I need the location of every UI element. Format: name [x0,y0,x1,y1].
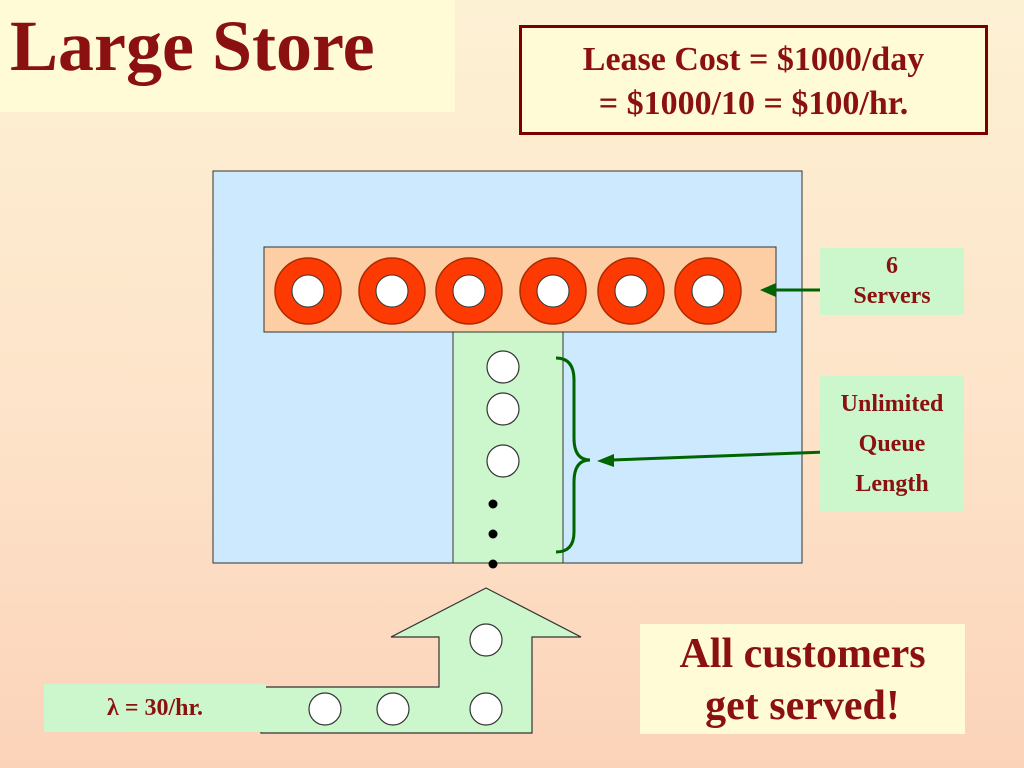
lease-cost-box: Lease Cost = $1000/day = $1000/10 = $100… [519,25,988,135]
customer [308,692,342,726]
queue-label-line-1: Unlimited [840,391,944,417]
customer [486,392,520,426]
queue-label-line-2: Queue [858,431,926,457]
servers-label: 6 Servers [820,248,964,315]
queue-ellipsis [488,499,498,569]
servers [274,257,742,325]
queue-brace [555,356,591,554]
customer [486,350,520,384]
queue-label: Unlimited Queue Length [820,376,964,512]
arrival-rate-label: λ = 30/hr. [44,684,266,732]
arriving-customers [308,623,503,726]
served-callout: All customers get served! [640,624,965,734]
customer [469,623,503,657]
server [435,257,503,325]
servers-count: 6 [886,253,898,279]
served-line-1: All customers [679,631,926,677]
queue-pointer-arrow [597,450,827,467]
queued-customers [486,350,520,478]
lease-cost-line-2: = $1000/10 = $100/hr. [598,85,909,122]
server [519,257,587,325]
title-box: Large Store [0,0,455,112]
servers-pointer-arrow [760,283,820,297]
customer [469,692,503,726]
page-title: Large Store [10,6,375,86]
customer [486,444,520,478]
server [358,257,426,325]
servers-word: Servers [853,283,931,309]
server [274,257,342,325]
server [674,257,742,325]
server [597,257,665,325]
served-line-2: get served! [705,683,900,729]
customer [376,692,410,726]
lease-cost-line-1: Lease Cost = $1000/day [582,41,925,78]
queue-label-line-3: Length [855,471,929,497]
entry-arrow [260,587,582,734]
